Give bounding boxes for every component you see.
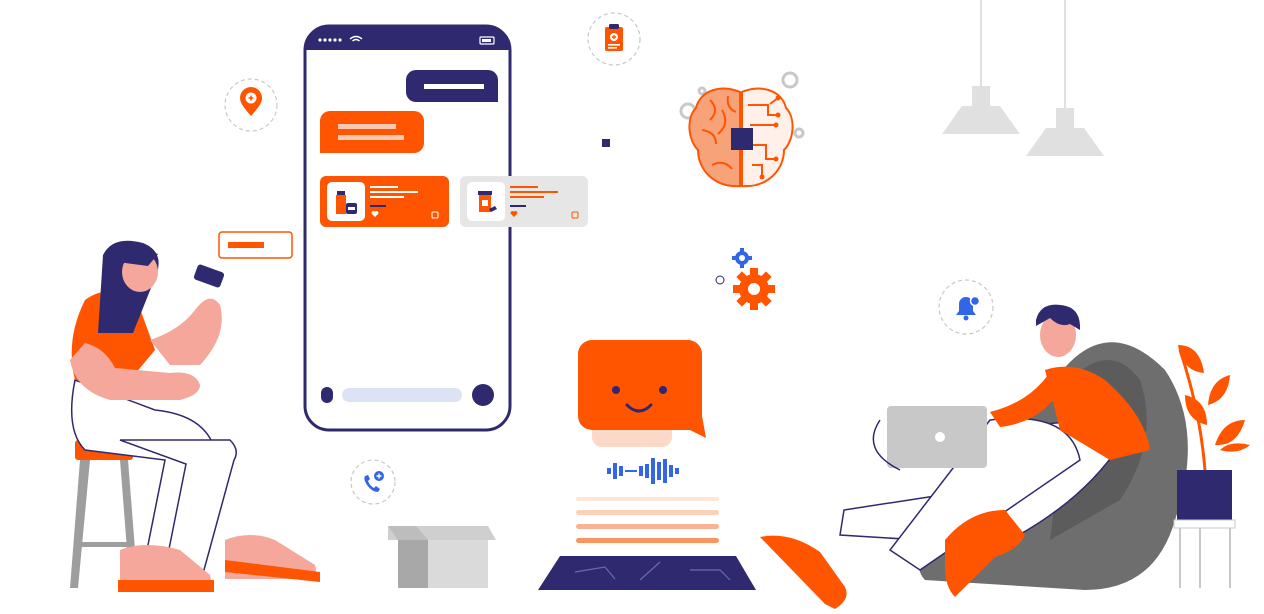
gear-small-icon [732, 248, 752, 268]
notification-bell-icon [938, 279, 994, 335]
heart-icon [371, 211, 379, 217]
hologram-rings [576, 497, 719, 543]
sound-wave-icon [607, 458, 679, 484]
gear-icon [733, 268, 775, 310]
hanging-lamp [1026, 0, 1104, 156]
chat-bubble-sent [406, 70, 498, 102]
medicine-bottles-icon [336, 191, 357, 214]
location-pin-plus-icon [224, 78, 278, 132]
man-on-beanbag [760, 304, 1250, 609]
wifi-icon [349, 35, 363, 42]
hanging-lamp [942, 0, 1020, 134]
signal-dots [318, 38, 342, 42]
decor-square [602, 139, 610, 147]
cardboard-box [388, 526, 496, 588]
attach-button [321, 387, 333, 403]
brain-circuit-icon [679, 71, 805, 188]
medicine-jar-icon [478, 191, 497, 212]
chatbot-hologram [538, 340, 756, 590]
cart-icon [431, 211, 439, 219]
speech-tag [218, 231, 293, 259]
chat-bubble-received [320, 111, 424, 153]
decor-dot [715, 275, 725, 285]
message-input-bar [342, 388, 462, 402]
potted-plant [1173, 345, 1250, 588]
product-card-orange [320, 176, 449, 227]
phone-plus-icon [350, 459, 396, 505]
battery-icon [479, 36, 495, 45]
heart-icon [510, 211, 518, 217]
product-card-gray [460, 176, 588, 227]
smiley-chat-icon [612, 386, 667, 413]
medical-clipboard-icon [587, 12, 641, 66]
send-button [472, 384, 494, 406]
woman-with-phone [70, 240, 320, 592]
phone-mockup [303, 24, 588, 432]
cart-icon [571, 211, 579, 219]
